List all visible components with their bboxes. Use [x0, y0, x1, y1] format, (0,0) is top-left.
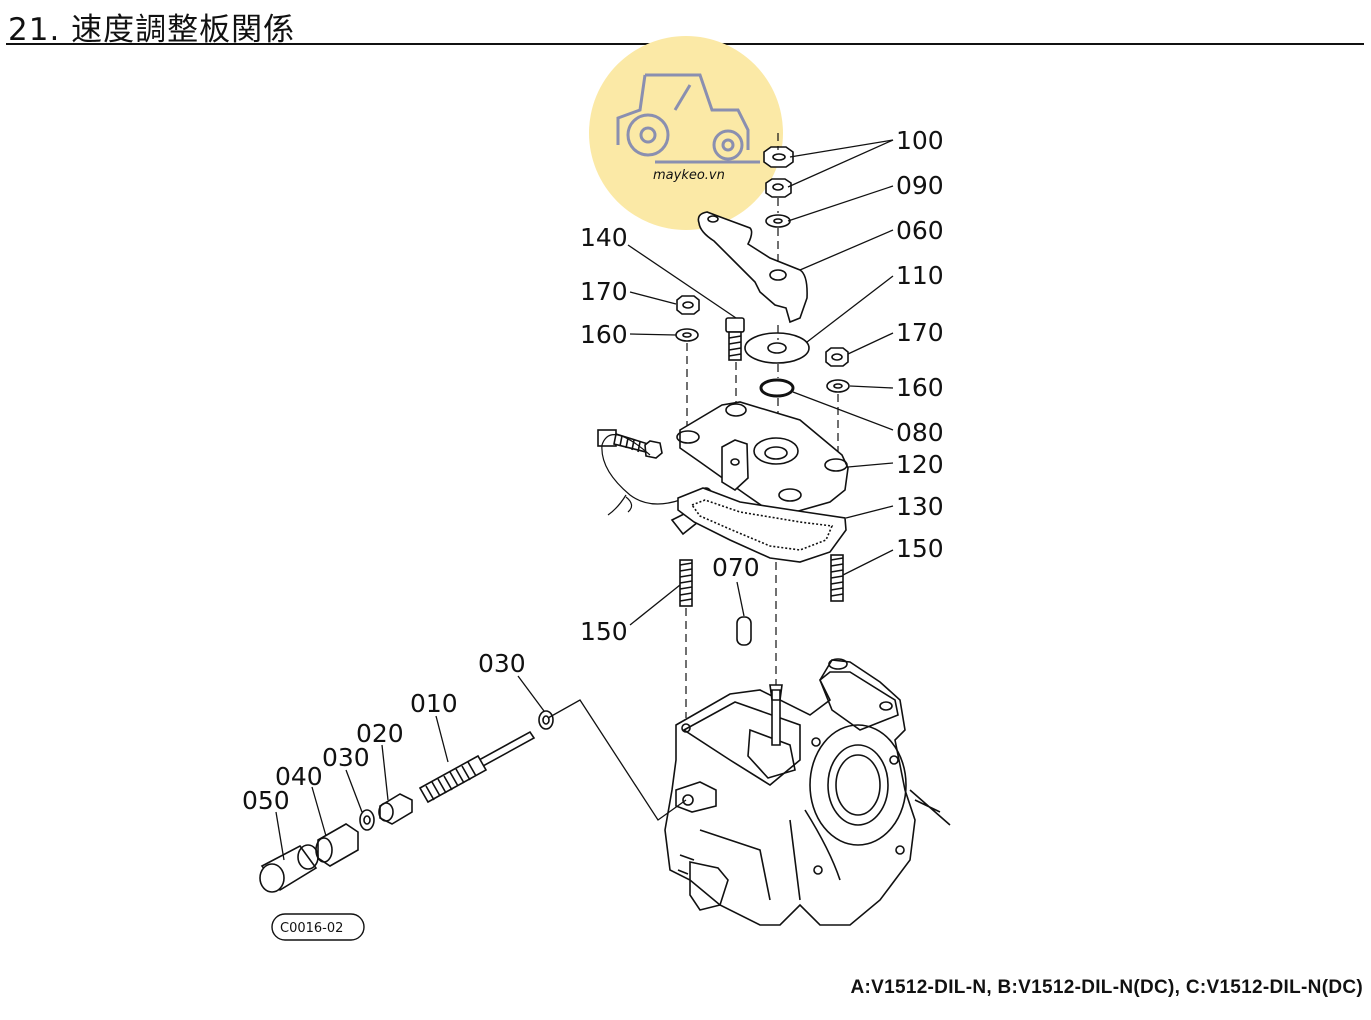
label-080: 080: [896, 418, 944, 447]
part-060-lever: [697, 211, 808, 324]
part-100-nut-upper: [763, 146, 794, 168]
seal-wire: [601, 434, 681, 516]
model-footer: A:V1512-DIL-N, B:V1512-DIL-N(DC), C:V151…: [850, 977, 1363, 998]
label-090: 090: [896, 171, 944, 200]
label-040: 040: [275, 762, 323, 791]
part-170-nut-right: [825, 347, 849, 367]
label-030-lower: 030: [322, 743, 370, 772]
part-010-rod: [418, 730, 536, 804]
label-020: 020: [356, 719, 404, 748]
part-040-nut: [315, 823, 359, 867]
part-150-stud-right: [830, 554, 844, 602]
lever-hole: [707, 215, 719, 223]
label-030-upper: 030: [478, 649, 526, 678]
label-110: 110: [896, 261, 944, 290]
tractor-icon: [616, 73, 760, 164]
label-150-right: 150: [896, 534, 944, 563]
part-170-nut-left: [676, 295, 700, 315]
part-050-cap: [259, 844, 319, 893]
part-030-washer-lower: [359, 809, 375, 831]
part-140-bolt: [725, 317, 745, 361]
leader-lines: [275, 139, 894, 861]
watermark-text: maykeo.vn: [653, 168, 725, 183]
part-020-nut: [378, 793, 413, 825]
page-title: 21. 速度調整板関係: [8, 12, 296, 48]
label-160-left: 160: [580, 320, 628, 349]
label-070: 070: [712, 553, 760, 582]
label-100: 100: [896, 126, 944, 155]
label-170-right: 170: [896, 318, 944, 347]
label-170-left: 170: [580, 277, 628, 306]
part-030-washer-upper: [538, 710, 554, 730]
label-120: 120: [896, 450, 944, 479]
figure-code-text: C0016-02: [280, 921, 343, 936]
watermark-circle: [589, 36, 783, 230]
part-120-plate: [676, 401, 849, 513]
part-160-washer-right: [826, 379, 850, 393]
part-150-stud-left: [679, 559, 693, 607]
label-130: 130: [896, 492, 944, 521]
label-160-right: 160: [896, 373, 944, 402]
label-150-left: 150: [580, 617, 628, 646]
label-050: 050: [242, 786, 290, 815]
governor-housing: [664, 658, 951, 926]
lever-slot: [769, 269, 787, 281]
label-140: 140: [580, 223, 628, 252]
figure-code-badge: C0016-02: [271, 913, 365, 941]
part-160-washer-left: [675, 328, 699, 342]
linkage-line: [547, 699, 687, 821]
side-bolt: [597, 429, 663, 459]
label-060: 060: [896, 216, 944, 245]
watermark: maykeo.vn: [589, 36, 783, 230]
part-090-washer: [765, 214, 791, 228]
guide-lines: [685, 133, 839, 718]
part-100-nut-lower: [765, 178, 792, 198]
part-110-washer: [744, 332, 810, 364]
part-130-gasket: [677, 487, 847, 563]
label-010: 010: [410, 689, 458, 718]
part-080-oring: [759, 378, 795, 398]
part-labels: 100 090 060 110 140 170 160 170 160 080 …: [242, 126, 944, 815]
part-070-key: [736, 616, 752, 646]
